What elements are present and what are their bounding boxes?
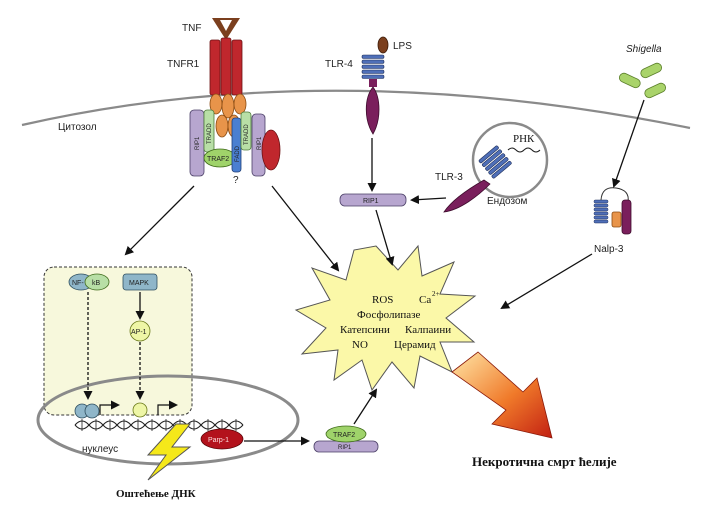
- svg-text:AP-1: AP-1: [131, 329, 147, 336]
- dna-damage-lightning: [146, 423, 192, 481]
- burst-cathepsins: Катепсини: [340, 324, 390, 336]
- svg-text:RIP1: RIP1: [257, 136, 263, 150]
- necrotic-death-label: Некротична смрт ћелије: [472, 454, 617, 469]
- traf2-rip1-complex: RIP1 TRAF2: [313, 425, 379, 453]
- burst-phospholipases: Фосфолипазе: [357, 309, 420, 321]
- shigella-bacteria: [618, 62, 667, 99]
- tnfr1-label: TNFR1: [167, 59, 200, 70]
- svg-text:NF-: NF-: [72, 280, 84, 287]
- tlr4-receptor: [361, 54, 385, 135]
- bound-ap1: [132, 402, 148, 418]
- svg-text:TRAF2: TRAF2: [207, 156, 229, 163]
- tlr3-label: TLR-3: [435, 172, 463, 183]
- svg-text:RIP1: RIP1: [363, 198, 379, 205]
- rip3-complex: [261, 129, 281, 171]
- svg-text:RIP1: RIP1: [195, 136, 201, 150]
- lps-label: LPS: [393, 41, 412, 52]
- traf2-left: TRAF2: [203, 148, 237, 168]
- svg-text:TRADD: TRADD: [207, 123, 213, 144]
- rip1-center: RIP1: [339, 193, 407, 207]
- rna-strand: [507, 147, 541, 153]
- cell-membrane: [21, 89, 691, 130]
- tnf-ligand: [212, 18, 240, 40]
- tlr4-label: TLR-4: [325, 59, 353, 70]
- unknown-mark: ?: [233, 175, 239, 186]
- parp1: Parp-1: [200, 428, 244, 450]
- tradd-right: TRADD: [240, 111, 252, 151]
- dna-helix: [74, 420, 244, 430]
- tnf-label: TNF: [182, 23, 201, 34]
- dna-damage-label: Оштећење ДНК: [116, 488, 196, 500]
- mapk: MAPK: [122, 273, 158, 291]
- bound-nfkb: [74, 403, 100, 419]
- svg-text:MAPK: MAPK: [129, 280, 149, 287]
- nucleus-label: нуклеус: [82, 444, 118, 455]
- tlr3-receptor: [443, 145, 512, 213]
- fadd: FADD: [231, 117, 242, 173]
- dna-rungs: [81, 419, 237, 431]
- nfkb-complex: NF- kB: [68, 273, 110, 291]
- endosome: [471, 121, 549, 199]
- burst-ros: ROS: [372, 294, 393, 306]
- svg-text:TRAF2: TRAF2: [333, 432, 355, 439]
- nalp3-complex: [593, 187, 632, 235]
- burst-ceramide: Церамид: [394, 339, 436, 351]
- svg-text:TRADD: TRADD: [244, 124, 250, 145]
- dashed-arrows: [83, 292, 145, 400]
- lps-molecule: [377, 36, 389, 54]
- burst-ca: Ca: [419, 294, 431, 306]
- tnfr1-receptor: [209, 37, 243, 96]
- rip1-left: RIP1: [189, 109, 205, 177]
- burst-no: NO: [352, 339, 368, 351]
- necrosis-output-arrow: [451, 351, 553, 439]
- burst-ca-sup: 2+: [432, 290, 440, 298]
- endosome-label: Ендозом: [487, 196, 528, 207]
- svg-text:Parp-1: Parp-1: [208, 437, 229, 444]
- rnk-label: РНК: [513, 133, 535, 145]
- shigella-label: Shigella: [626, 44, 662, 55]
- cytosol-label: Цитозол: [58, 122, 97, 133]
- svg-text:FADD: FADD: [235, 145, 241, 162]
- signalling-box: [43, 266, 193, 416]
- transcription-arrows: [99, 400, 178, 415]
- tradd-left: TRADD: [203, 109, 215, 153]
- burst-calpains: Калпаини: [405, 324, 451, 336]
- necrosis-mediators-burst: [294, 244, 477, 392]
- pathway-arrows: [124, 99, 645, 446]
- svg-text:RIP1: RIP1: [338, 445, 352, 451]
- nalp3-label: Nalp-3: [594, 244, 624, 255]
- ap1: AP-1: [129, 320, 151, 342]
- svg-text:kB: kB: [92, 280, 101, 287]
